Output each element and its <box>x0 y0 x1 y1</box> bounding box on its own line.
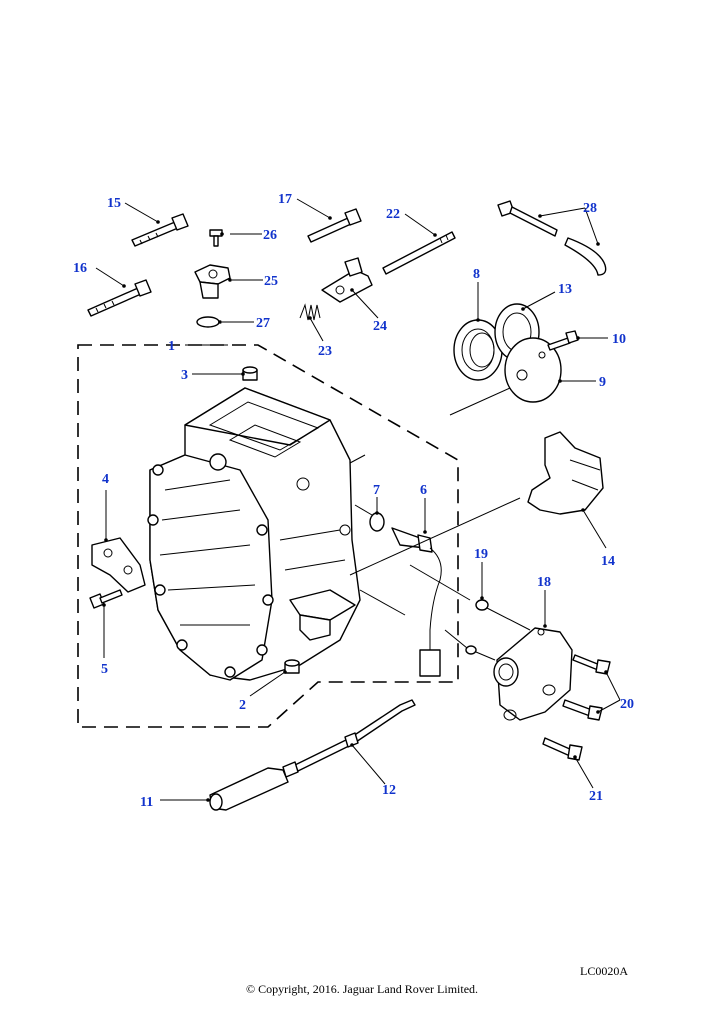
callout-27: 27 <box>256 316 270 331</box>
dowel-top <box>242 366 258 381</box>
callout-19: 19 <box>474 547 488 562</box>
bolt-17 <box>307 208 362 243</box>
bolt-bracket <box>89 589 123 609</box>
callout-18: 18 <box>537 575 551 590</box>
callout-20: 20 <box>620 697 634 712</box>
bolt-long-16 <box>87 279 152 317</box>
bolt-long-15 <box>131 213 189 247</box>
leader-dots <box>102 214 608 802</box>
reverse-light-switch <box>391 527 442 677</box>
copyright-notice: © Copyright, 2016. Jaguar Land Rover Lim… <box>245 982 479 996</box>
callout-4: 4 <box>102 472 109 487</box>
callout-12: 12 <box>382 783 396 798</box>
sealing-washer-7 <box>369 512 385 532</box>
callout-15: 15 <box>107 196 121 211</box>
diagram-reference-code: LC0020A <box>580 964 628 978</box>
leader-lines <box>95 198 621 801</box>
callout-5: 5 <box>101 662 108 677</box>
bearing-housing <box>504 337 562 403</box>
hydraulic-pipe <box>282 699 416 778</box>
mounting-bracket <box>527 431 604 515</box>
bolt-10 <box>547 330 579 351</box>
washer-small <box>465 645 477 655</box>
screw-26 <box>209 229 223 247</box>
callout-labels: 1 2 3 4 5 6 7 8 9 10 11 12 13 14 15 16 1… <box>73 192 634 810</box>
callout-23: 23 <box>318 344 332 359</box>
callout-21: 21 <box>589 789 603 804</box>
bracket-left <box>91 537 146 593</box>
selector-fork <box>321 257 373 303</box>
callout-13: 13 <box>558 282 572 297</box>
housing-group-outline <box>77 344 459 728</box>
callout-28: 28 <box>583 201 597 216</box>
callout-22: 22 <box>386 207 400 222</box>
callout-26: 26 <box>263 228 277 243</box>
pipe-sleeve <box>209 767 289 811</box>
callout-6: 6 <box>420 483 427 498</box>
dowel-bottom <box>284 659 300 674</box>
breather-pipes <box>497 200 607 276</box>
callout-10: 10 <box>612 332 626 347</box>
callout-8: 8 <box>473 267 480 282</box>
gearbox-housing <box>147 387 361 681</box>
selector-rod <box>382 231 456 275</box>
o-ring-27 <box>196 316 220 328</box>
callout-11: 11 <box>140 795 153 810</box>
callout-2: 2 <box>239 698 246 713</box>
callout-3: 3 <box>181 368 188 383</box>
bolt-21 <box>542 737 583 761</box>
callout-17: 17 <box>278 192 292 207</box>
bolts-20 <box>562 654 611 721</box>
callout-1: 1 <box>168 339 175 354</box>
callout-14: 14 <box>601 554 615 569</box>
callout-16: 16 <box>73 261 87 276</box>
callout-24: 24 <box>373 319 387 334</box>
callout-25: 25 <box>264 274 278 289</box>
callout-7: 7 <box>373 483 380 498</box>
callout-9: 9 <box>599 375 606 390</box>
washer-19 <box>475 599 489 611</box>
spring-23 <box>299 303 321 321</box>
slave-cylinder-housing <box>493 627 573 721</box>
retaining-plate <box>194 264 231 299</box>
